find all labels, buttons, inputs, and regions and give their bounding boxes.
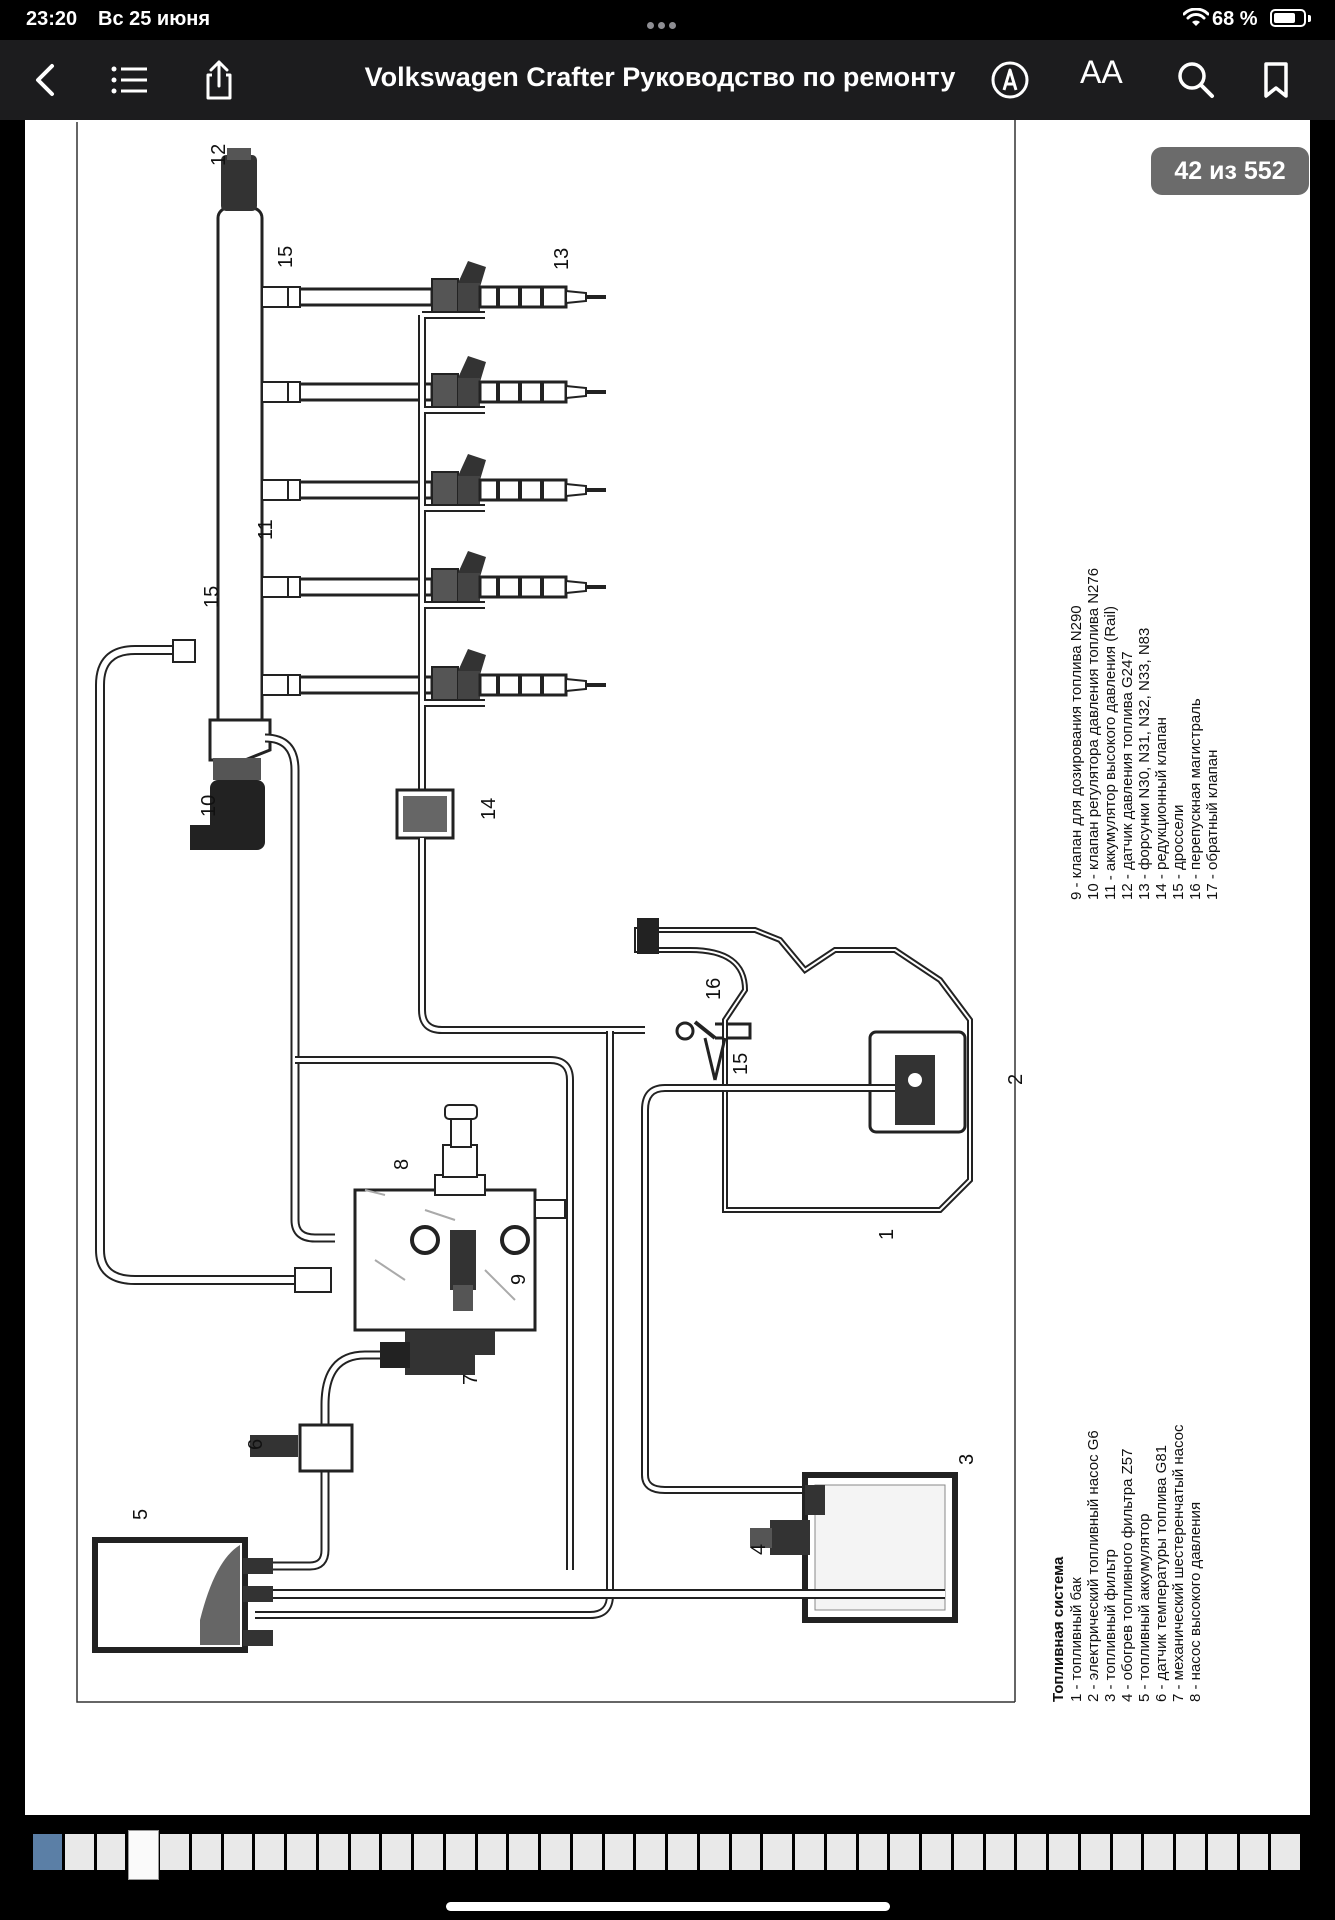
page-thumbnail[interactable] (1080, 1834, 1110, 1870)
multitasking-dots[interactable] (647, 16, 687, 29)
page-thumbnail[interactable] (64, 1834, 94, 1870)
callout-2: 2 (1005, 1074, 1027, 1085)
search-icon[interactable] (1172, 56, 1220, 104)
home-indicator[interactable] (446, 1902, 890, 1911)
callout-7: 7 (460, 1374, 482, 1385)
page-thumbnail[interactable] (96, 1834, 126, 1870)
page-thumbnail[interactable] (160, 1834, 189, 1870)
page-thumbnail[interactable] (1271, 1834, 1300, 1870)
legend-item-17: 17 - обратный клапан (1204, 750, 1221, 900)
bookmark-icon[interactable] (1252, 56, 1300, 104)
page-thumbnail[interactable] (636, 1834, 665, 1870)
page-thumbnail[interactable] (953, 1834, 983, 1870)
legend-item-12: 12 - датчик давления топлива G247 (1119, 651, 1136, 900)
callout-3: 3 (956, 1454, 978, 1465)
page-thumbnail[interactable] (191, 1834, 221, 1870)
callout-4: 4 (748, 1544, 770, 1555)
page-thumbnail[interactable] (541, 1834, 570, 1870)
page-counter: 42 из 552 (1151, 147, 1309, 195)
document-viewer[interactable]: 12 15 13 11 15 10 14 16 15 2 1 8 9 7 6 3… (0, 120, 1335, 1815)
page-thumbnail[interactable] (1112, 1834, 1142, 1870)
legend-item-16: 16 - перепускная магистраль (1187, 698, 1204, 900)
fuel-system-diagram: 12 15 13 11 15 10 14 16 15 2 1 8 9 7 6 3… (76, 120, 1221, 1703)
page-thumbnail[interactable] (33, 1834, 62, 1870)
status-bar: 23:20 Вс 25 июня 68 % (0, 0, 1335, 40)
page-thumbnail[interactable] (223, 1834, 253, 1870)
pdf-page[interactable]: 12 15 13 11 15 10 14 16 15 2 1 8 9 7 6 3… (25, 120, 1310, 1815)
callout-1: 1 (876, 1229, 898, 1240)
page-thumbnail[interactable] (763, 1834, 792, 1870)
legend-item-4: 4 - обогрев топливного фильтра Z57 (1119, 1449, 1136, 1702)
list-icon[interactable] (105, 56, 153, 104)
page-thumbnail[interactable] (1144, 1834, 1173, 1870)
diagram-title: Топливная система (1050, 1556, 1067, 1702)
thumbnail-list[interactable] (33, 1830, 1303, 1880)
callout-15b: 15 (201, 586, 223, 608)
legend-item-10: 10 - клапан регулятора давления топлива … (1085, 568, 1102, 900)
legend-item-3: 3 - топливный фильтр (1102, 1549, 1119, 1702)
page-thumbnail[interactable] (731, 1834, 761, 1870)
page-thumbnail[interactable] (604, 1834, 634, 1870)
legend-item-8: 8 - насос высокого давления (1187, 1502, 1204, 1702)
page-thumbnail[interactable] (922, 1834, 951, 1870)
page-thumbnail[interactable] (699, 1834, 729, 1870)
callout-11: 11 (255, 519, 277, 540)
reader-toolbar: Volkswagen Crafter Руководство по ремонт… (0, 40, 1335, 120)
callout-17: 16 (703, 978, 725, 1000)
battery-icon (1270, 9, 1306, 27)
legend-item-2: 2 - электрический топливный насос G6 (1085, 1430, 1102, 1702)
page-thumbnail[interactable] (1207, 1834, 1237, 1870)
page-thumbnail[interactable] (414, 1834, 443, 1870)
callout-5: 5 (130, 1509, 152, 1520)
legend-item-6: 6 - датчик температуры топлива G81 (1153, 1445, 1170, 1702)
callout-13: 13 (551, 248, 573, 270)
status-date: Вс 25 июня (98, 8, 211, 30)
wifi-icon (1183, 8, 1209, 26)
callout-10: 10 (198, 795, 220, 817)
page-thumbnail[interactable] (318, 1834, 348, 1870)
page-thumbnail[interactable] (1017, 1834, 1046, 1870)
page-thumbnail[interactable] (890, 1834, 919, 1870)
page-thumbnail[interactable] (382, 1834, 411, 1870)
legend-item-7: 7 - механический шестеренчатый насос (1170, 1424, 1187, 1702)
back-icon[interactable] (22, 56, 70, 104)
document-title: Volkswagen Crafter Руководство по ремонт… (364, 62, 956, 92)
page-thumbnail[interactable] (858, 1834, 888, 1870)
page-thumbnail[interactable] (128, 1830, 159, 1880)
page-thumbnail[interactable] (350, 1834, 380, 1870)
callout-8: 8 (391, 1159, 413, 1170)
callout-16: 15 (730, 1053, 752, 1075)
page-thumbnail[interactable] (795, 1834, 824, 1870)
callout-12: 12 (208, 144, 230, 166)
callout-9: 9 (508, 1274, 530, 1285)
callout-15a: 15 (275, 246, 297, 268)
legend-item-1: 1 - топливный бак (1068, 1577, 1085, 1702)
legend-item-14: 14 - редукционный клапан (1153, 717, 1170, 900)
legend-item-5: 5 - топливный аккумулятор (1136, 1514, 1153, 1702)
legend-item-15: 15 - дроссели (1170, 805, 1187, 900)
share-icon[interactable] (195, 56, 243, 104)
markup-icon[interactable] (986, 56, 1034, 104)
page-thumbnail[interactable] (985, 1834, 1015, 1870)
text-size-icon[interactable]: AA (1080, 54, 1123, 90)
page-thumbnail[interactable] (668, 1834, 697, 1870)
legend-item-13: 13 - форсунки N30, N31, N32, N33, N83 (1136, 628, 1153, 900)
legend-item-9: 9 - клапан для дозирования топлива N290 (1068, 605, 1085, 900)
callout-6: 6 (245, 1439, 267, 1450)
page-thumbnail[interactable] (509, 1834, 538, 1870)
legend-item-11: 11 - аккумулятор высокого давления (Rail… (1102, 606, 1119, 900)
page-thumbnail[interactable] (826, 1834, 856, 1870)
callout-14: 14 (478, 798, 500, 820)
thumbnail-strip[interactable] (0, 1815, 1335, 1920)
page-thumbnail[interactable] (1239, 1834, 1269, 1870)
page-thumbnail[interactable] (572, 1834, 602, 1870)
page-thumbnail[interactable] (477, 1834, 507, 1870)
page-thumbnail[interactable] (255, 1834, 284, 1870)
page-thumbnail[interactable] (1049, 1834, 1078, 1870)
page-thumbnail[interactable] (445, 1834, 475, 1870)
page-thumbnail[interactable] (287, 1834, 316, 1870)
status-time: 23:20 (26, 8, 78, 30)
battery-percent: 68 % (1212, 8, 1258, 30)
page-thumbnail[interactable] (1176, 1834, 1205, 1870)
